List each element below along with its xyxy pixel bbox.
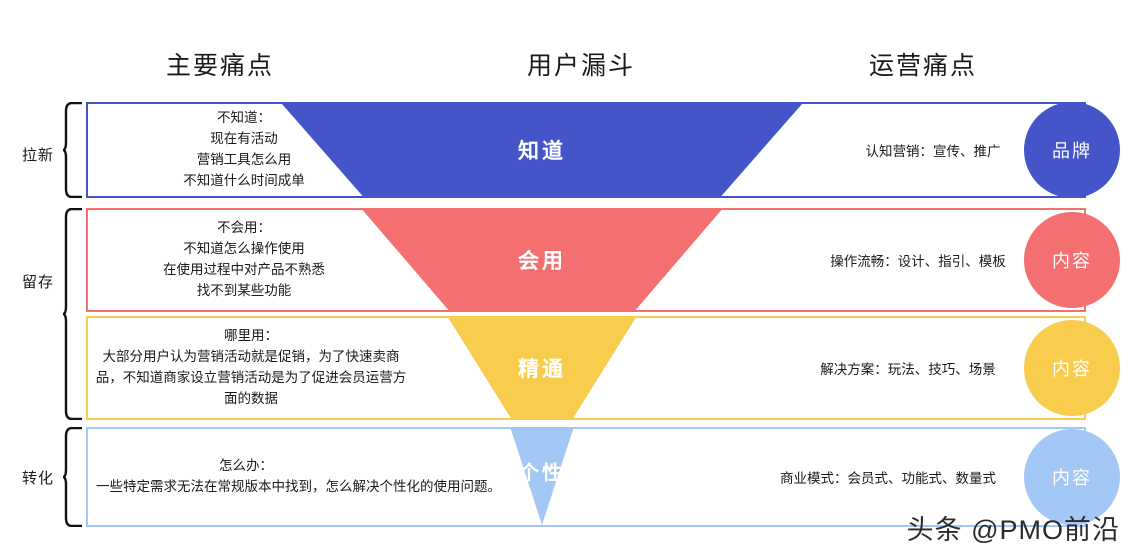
pain-point-block-know: 不知道： 现在有活动 营销工具怎么用 不知道什么时间成单 [94,108,394,192]
funnel-row-use: 会用 不会用： 不知道怎么操作使用 在使用过程中对产品不熟悉 找不到某些功能 操… [86,208,1120,312]
column-header-ops-pain-points: 运营痛点 [869,52,978,80]
brace-retention-icon [62,208,84,420]
stage-label-conversion: 转化 [22,470,55,487]
pain-title: 怎么办： [219,458,273,474]
funnel-row-master: 精通 哪里用： 大部分用户认为营销活动就是促销，为了快速卖商品，不知道商家设立营… [86,316,1120,420]
funnel-row-know: 知道 不知道： 现在有活动 营销工具怎么用 不知道什么时间成单 认知营销：宣传、… [86,102,1120,198]
pain-point-block-use: 不会用： 不知道怎么操作使用 在使用过程中对产品不熟悉 找不到某些功能 [94,218,394,302]
pain-point-block-master: 哪里用： 大部分用户认为营销活动就是促销，为了快速卖商品，不知道商家设立营销活动… [90,326,412,410]
pain-title: 不知道： [217,110,271,126]
pain-title: 哪里用： [224,328,278,344]
funnel-segment-use: 会用 [282,210,802,310]
tag-circle-content: 内容 [1024,320,1120,416]
pain-line: 不知道什么时间成单 [183,172,305,188]
tag-circle-content: 内容 [1024,429,1120,525]
ops-pain-point-use: 操作流畅：设计、指引、模板 [830,254,1006,269]
stage-label-acquisition: 拉新 [22,147,55,164]
brace-acquisition-icon [62,102,84,198]
column-header-user-funnel: 用户漏斗 [527,52,636,80]
brace-conversion-icon [62,427,84,527]
pain-line: 找不到某些功能 [196,282,292,298]
ops-pain-point-know: 认知营销：宣传、推广 [865,144,1001,159]
ops-pain-point-personalization: 商业模式：会员式、功能式、数量式 [780,471,996,486]
tag-circle-brand: 品牌 [1024,102,1120,198]
tag-circle-content: 内容 [1024,212,1120,308]
funnel-shape-know [282,104,802,196]
ops-pain-point-master: 解决方案：玩法、技巧、场景 [820,362,996,377]
pain-line: 一些特定需求无法在常规版本中找到，怎么解决个性化的使用问题。 [96,479,501,494]
pain-line: 现在有活动 [210,131,278,147]
pain-line: 不知道怎么操作使用 [183,241,305,257]
pain-point-block-personalization: 怎么办： 一些特定需求无法在常规版本中找到，怎么解决个性化的使用问题。 [96,456,501,498]
stage-label-retention: 留存 [22,274,55,291]
funnel-segment-know: 知道 [282,104,802,196]
column-header-pain-points: 主要痛点 [166,52,275,80]
pain-line: 在使用过程中对产品不熟悉 [163,262,325,277]
pain-title: 不会用： [217,220,271,236]
pain-line: 大部分用户认为营销活动就是促销，为了快速卖商品，不知道商家设立营销活动是为了促进… [95,349,407,406]
watermark: 头条 @PMO前沿 [906,515,1120,545]
pain-line: 营销工具怎么用 [196,152,292,167]
